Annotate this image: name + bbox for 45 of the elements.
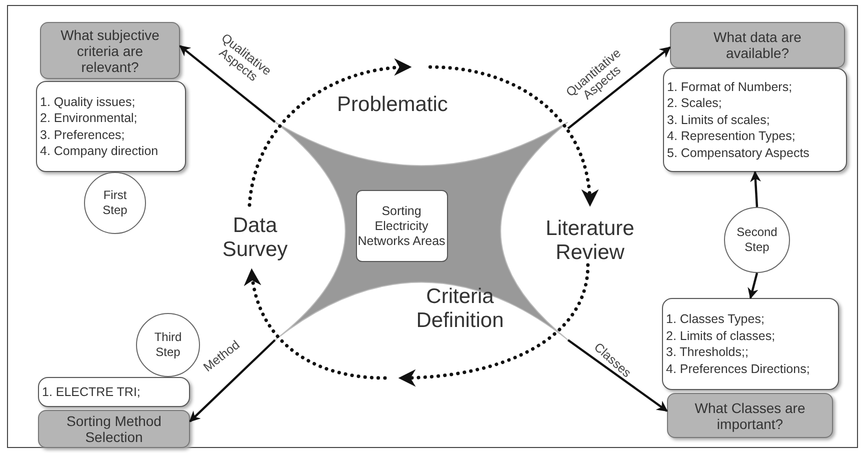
dotted-arrow — [244, 268, 387, 380]
stage-label: Data Survey — [221, 214, 289, 262]
question-text: What subjective criteria are relevant? — [60, 26, 160, 74]
question-box — [40, 22, 180, 79]
topic-text: Sorting Electricity Networks Areas — [356, 204, 446, 248]
dotted-arrow — [428, 65, 598, 207]
step-text: Third Step — [153, 330, 183, 360]
list-item: 4. Company direction — [40, 143, 160, 160]
question-box — [667, 393, 833, 438]
question-box — [38, 410, 190, 448]
dotted-arrow — [248, 59, 412, 207]
list-item: 1. Format of Numbers; — [667, 78, 794, 96]
list-item: 1. Classes Types; — [666, 311, 766, 328]
list-box — [662, 298, 839, 390]
list-item: 4. Represention Types; — [667, 128, 796, 145]
list-item: 3. Preferences; — [40, 126, 126, 143]
arrow — [567, 339, 668, 412]
arrow — [189, 339, 276, 422]
list-item: 2. Environmental; — [40, 110, 138, 126]
list-item: 1. ELECTRE TRI; — [42, 384, 142, 400]
arrow — [179, 45, 276, 123]
question-box — [670, 22, 845, 68]
list-item: 4. Preferences Directions; — [666, 360, 811, 377]
list-item: 3. Limits of scales; — [667, 112, 771, 128]
dotted-arrow — [398, 263, 590, 386]
list-item: 1. Quality issues; — [40, 94, 136, 110]
list-box — [38, 377, 190, 407]
step-text: First Step — [102, 188, 128, 218]
question-text: What Classes are important? — [694, 400, 806, 432]
question-text: Sorting Method Selection — [66, 413, 162, 445]
list-box — [663, 68, 847, 172]
stage-label: Problematic — [337, 93, 448, 117]
arrow — [748, 272, 758, 300]
list-item: 3. Thresholds;; — [666, 344, 750, 360]
arrow — [750, 170, 762, 208]
step-text: Second Step — [736, 225, 778, 255]
list-item: 5. Compensatory Aspects — [667, 144, 810, 162]
stage-label: Criteria Definition — [415, 285, 505, 333]
list-item: 2. Scales; — [667, 95, 723, 112]
list-item: 2. Limits of classes; — [666, 328, 776, 344]
stage-label: Literature Review — [544, 217, 636, 265]
question-text: What data are available? — [712, 29, 802, 61]
arrow — [567, 46, 671, 130]
topic-box — [356, 190, 448, 262]
list-box — [36, 81, 186, 172]
